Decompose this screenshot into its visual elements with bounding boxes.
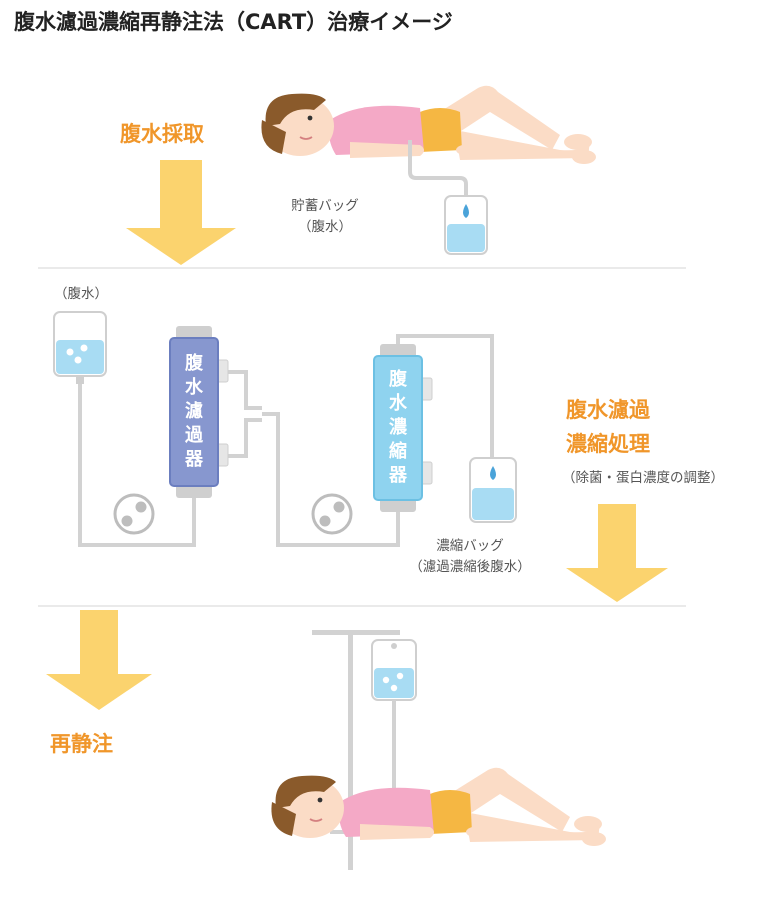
step-processing-label-2: 濃縮処理: [566, 432, 650, 456]
step-collection-label: 腹水採取: [120, 122, 204, 146]
ascites-filter: [169, 326, 229, 498]
ascites-bag-label: （腹水）: [54, 286, 108, 302]
iv-pole: [312, 630, 400, 870]
step-processing-note: （除菌・蛋白濃度の調整）: [562, 470, 724, 486]
patient-bottom-illustration: [271, 767, 606, 846]
ascites-bag: [53, 311, 107, 384]
step-reinfusion-label: 再静注: [50, 732, 113, 756]
ascites-concentrator: [373, 344, 433, 512]
pump-icon: [113, 493, 155, 535]
tubing: [78, 334, 494, 547]
arrow-down-icon: [46, 610, 152, 710]
concentrate-bag-label: 濃縮バッグ （濾過濃縮後腹水）: [409, 538, 531, 575]
concentrator-label: 腹水濃縮器: [389, 369, 407, 486]
filter-label: 腹水濾過器: [185, 353, 203, 470]
patient-top-illustration: [261, 85, 596, 255]
concentrate-bag: [469, 457, 517, 523]
arrow-down-icon: [126, 160, 236, 265]
page-title: 腹水濾過濃縮再静注法（CART）治療イメージ: [14, 10, 453, 34]
step-processing-label-1: 腹水濾過: [566, 398, 650, 422]
arrow-down-icon: [566, 504, 668, 602]
storage-bag-label: 貯蓄バッグ （腹水）: [291, 198, 359, 235]
pump-icon: [311, 493, 353, 535]
